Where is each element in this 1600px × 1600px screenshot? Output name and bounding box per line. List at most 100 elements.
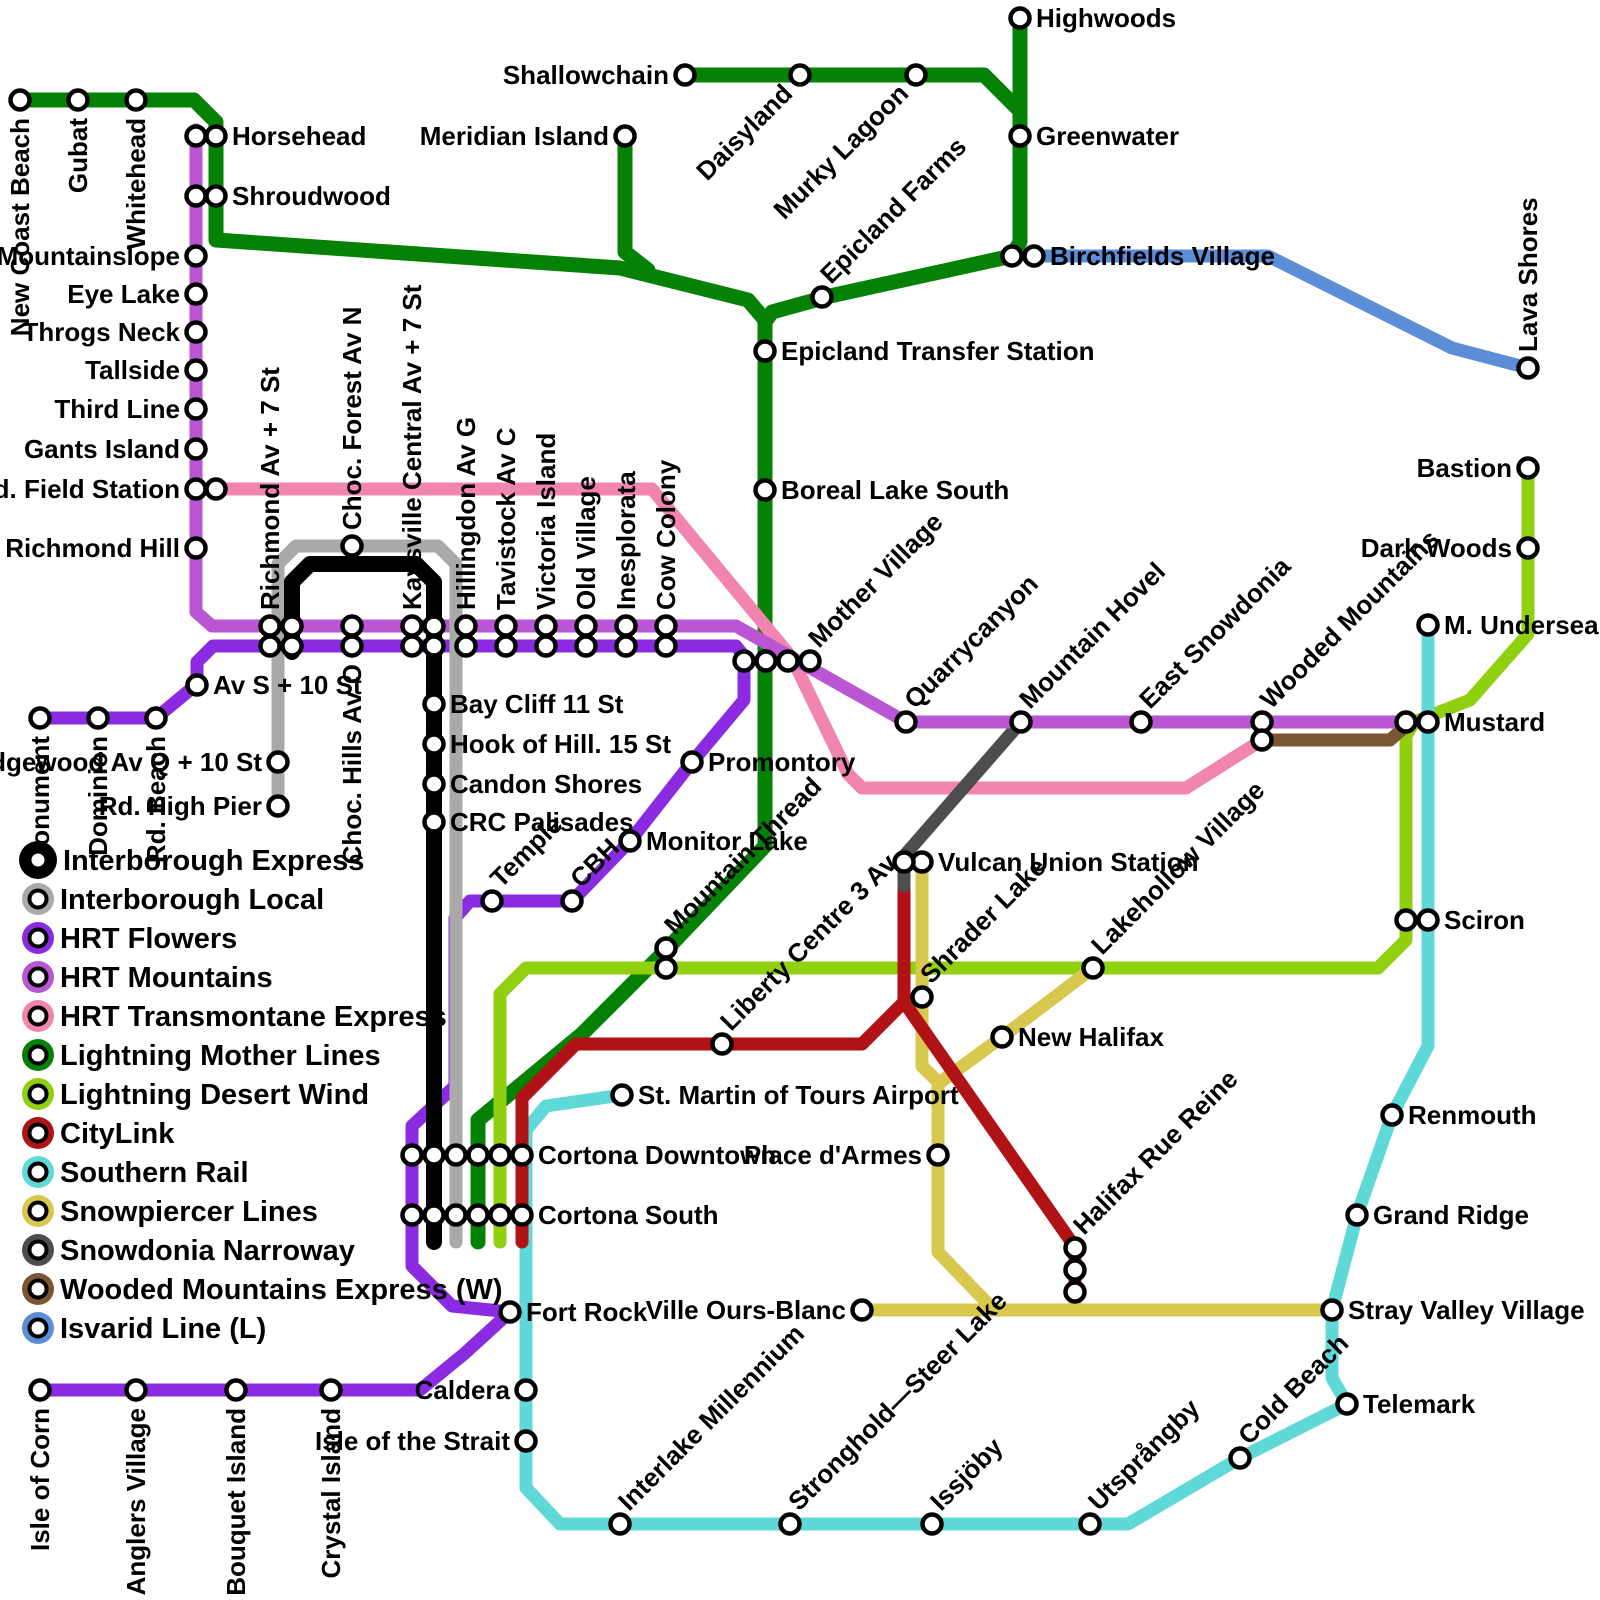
station-marker [204,477,228,501]
station-marker [224,1378,248,1402]
station-marker [574,634,598,658]
station-label: Mother Village [802,507,949,654]
station-marker [184,184,208,208]
station-marker [184,124,208,148]
station-label: Meridian Island [420,121,609,151]
station-label: Fort Rock [526,1297,648,1327]
station-label: Cow Colony [651,459,681,610]
station-marker [1394,908,1418,932]
station-marker [904,63,928,87]
station-label: Renmouth [1408,1100,1537,1130]
station-label: Candon Shores [450,769,642,799]
station-marker [204,124,228,148]
station-label: Old Village [571,476,601,610]
legend-label: Snowpiercer Lines [60,1196,318,1228]
station-marker [184,244,208,268]
station-label: Throgs Neck [23,317,181,347]
station-marker [732,649,756,673]
station-label: Birchfields Village [1050,241,1275,271]
station-label: Lava Shores [1513,197,1543,352]
station-marker [1078,1512,1102,1536]
station-marker [340,534,364,558]
station-label: Vulcan Union Station [938,847,1198,877]
legend-label: Isvarid Line (L) [60,1313,266,1345]
station-marker [1081,956,1105,980]
station-marker [488,1203,512,1227]
station-label: Rd. Beach [141,736,171,863]
station-label: Greenwater [1036,121,1179,151]
station-label: New Coast Beach [5,118,35,336]
station-marker [754,649,778,673]
station-marker [1394,710,1418,734]
legend-label: Lightning Mother Lines [60,1040,381,1072]
station-marker [124,1378,148,1402]
line-transmontane [209,482,1269,795]
station-marker [184,320,208,344]
legend-station-glyph [27,888,49,910]
station-marker [400,614,424,638]
line-express [284,556,442,1250]
station-marker [1416,710,1440,734]
station-label: CRC Palisades [450,807,634,837]
line-isvarid [1027,249,1535,375]
station-marker [454,634,478,658]
line-local [271,539,463,1249]
station-label: Hillingdon Av G [451,417,481,610]
station-marker [614,614,638,638]
station-label: Place d'Armes [744,1140,922,1170]
station-label: Halifax Rue Reine [1067,1064,1244,1241]
station-label: Tallside [85,355,180,385]
station-label: Sciron [1444,905,1525,935]
legend-label: Wooded Mountains Express (W) [60,1274,503,1306]
station-label: Eye Lake [67,279,180,309]
station-label: Rd. High Pier [99,791,262,821]
legend-label: CityLink [60,1118,175,1150]
station-label: Ville Ours-Blanc [646,1295,846,1325]
station-marker [1008,124,1032,148]
station-label: Gants Island [24,434,180,464]
station-label: Rd. Field Station [0,474,180,504]
station-marker [454,614,478,638]
station-marker [776,649,800,673]
legend-station-glyph [27,1122,49,1144]
legend-item: Interborough Express [19,841,364,879]
station-marker [1250,728,1274,752]
station-label: Dominion [83,736,113,856]
station-marker [1416,908,1440,932]
station-marker [1516,356,1540,380]
station-label: Choc. Hills Av O [337,664,367,864]
station-marker [753,339,777,363]
station-marker [1320,1298,1344,1322]
station-marker [422,1203,446,1227]
station-marker [185,673,209,697]
station-marker [258,614,282,638]
station-label: Gubat [63,118,93,193]
station-marker [1129,710,1153,734]
legend-item: Lightning Desert Wind [22,1078,369,1111]
station-marker [710,1032,734,1056]
station-marker [1516,536,1540,560]
legend-station-glyph [27,1161,49,1183]
station-marker [1022,244,1046,268]
station-marker [1335,1392,1359,1416]
station-label: Cortona Downtown [538,1140,776,1170]
station-marker [1345,1203,1369,1227]
legend-label: Southern Rail [60,1157,249,1189]
station-marker [444,1143,468,1167]
line-desertwind [493,461,1535,1249]
station-marker [422,810,446,834]
station-marker [466,1143,490,1167]
legend-label: Interborough Express [63,845,364,877]
station-marker [608,1512,632,1536]
station-label: Bay Cliff 11 St [450,689,624,719]
station-label: Anglers Village [121,1408,151,1595]
legend-item: Southern Rail [22,1156,249,1189]
station-label: Richmond Av + 7 St [255,367,285,610]
station-label: Choc. Forest Av N [337,307,367,530]
station-label: Mountainslope [0,241,180,271]
legend-item: Interborough Local [22,883,324,916]
station-label: Monitor Lake [646,826,808,856]
station-marker [534,634,558,658]
